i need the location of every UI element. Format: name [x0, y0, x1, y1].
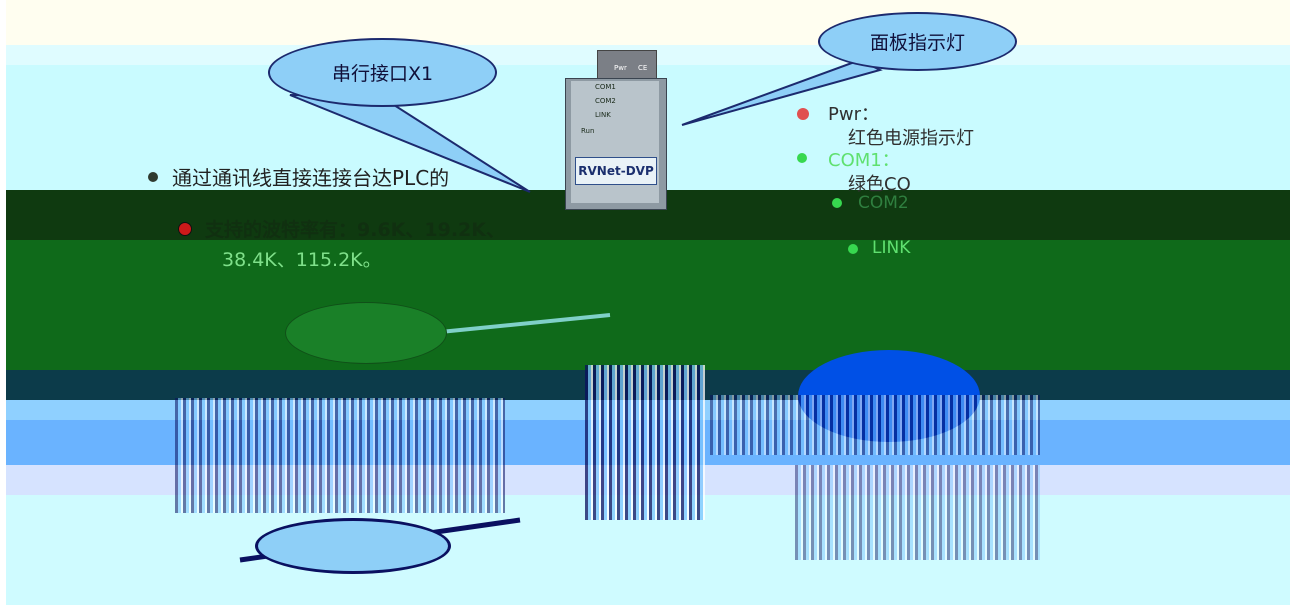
top-ce-label: CE: [638, 64, 648, 72]
green-oval: [285, 302, 447, 364]
led-run: Run: [581, 127, 595, 135]
green-band: [6, 240, 1290, 370]
left-point-1: 通过通讯线直接连接台达PLC的: [172, 166, 450, 190]
bullet-dot-1: [148, 172, 158, 182]
serial-port-callout: 串行接口X1: [268, 38, 497, 107]
led-com1: COM1: [595, 83, 616, 91]
pwr-red-dot: [797, 108, 809, 120]
device-module: Pwr CE COM1 COM2 LINK Run RVNet-DVP: [565, 50, 680, 210]
serial-port-callout-text: 串行接口X1: [331, 63, 434, 85]
left-point-2: 支持的波特率有：9.6K、19.2K、: [205, 219, 505, 241]
noise-block-bottom-right: [795, 465, 1040, 560]
top-pwr-label: Pwr: [614, 64, 627, 72]
model-label: RVNet-DVP: [578, 164, 654, 178]
led-com2: COM2: [595, 97, 616, 105]
noise-block-center: [585, 365, 705, 520]
bullet-dot-2: [178, 222, 192, 236]
model-plate: RVNet-DVP: [575, 157, 657, 185]
panel-indicator-callout: 面板指示灯: [818, 12, 1017, 71]
top-cream-band: [6, 0, 1290, 45]
device-connector: Pwr CE: [597, 50, 657, 82]
link-green-dot: [848, 244, 858, 254]
noise-block-left: [175, 398, 505, 513]
com2-green-dot: [832, 198, 842, 208]
noise-block-right: [710, 395, 1040, 455]
left-point-3: 38.4K、115.2K。: [222, 249, 382, 271]
bottom-oval: [255, 518, 451, 574]
link-label: LINK: [872, 238, 911, 258]
device-body: COM1 COM2 LINK Run RVNet-DVP: [565, 78, 667, 210]
pwr-desc: 红色电源指示灯: [848, 128, 974, 149]
device-panel: COM1 COM2 LINK Run RVNet-DVP: [571, 81, 659, 203]
panel-indicator-callout-text: 面板指示灯: [869, 32, 965, 54]
led-link: LINK: [595, 111, 611, 119]
pwr-label: Pwr：: [828, 104, 879, 125]
com1-desc: 绿色CO: [848, 174, 911, 195]
com1-green-dot: [797, 153, 807, 163]
com2-label: COM2: [858, 193, 909, 213]
com1-label: COM1：: [828, 150, 900, 171]
